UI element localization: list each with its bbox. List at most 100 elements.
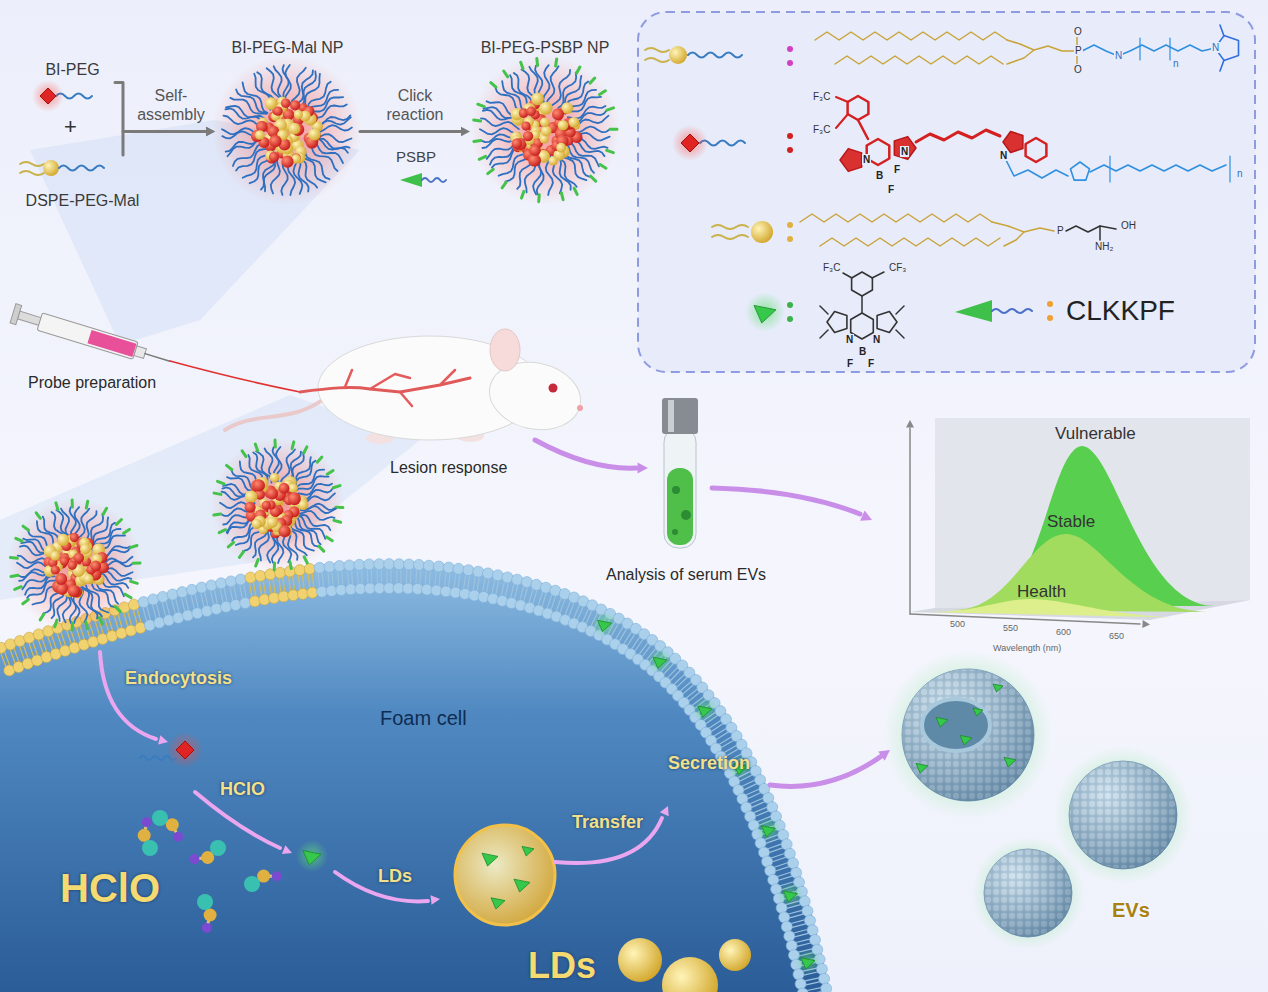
lipid-tail	[661, 661, 670, 671]
peptide-tip	[502, 182, 506, 188]
process-label: Endocytosis	[125, 668, 232, 690]
np-core-sphere	[529, 145, 540, 156]
membrane-bead	[463, 565, 474, 576]
ev-sphere	[902, 669, 1034, 801]
peptide-tip	[607, 150, 614, 152]
membrane-bead	[512, 574, 523, 585]
lipid-tail	[20, 646, 25, 659]
peptide-tip	[577, 67, 580, 73]
np-core-sphere	[552, 108, 564, 120]
lipid-tail	[406, 569, 408, 583]
np-core-sphere	[556, 143, 566, 153]
process-label: LDs	[528, 944, 596, 987]
lipid-tail	[683, 685, 694, 694]
lipid-tail	[792, 924, 806, 928]
lipid-tail	[533, 590, 537, 604]
lipid-tail	[645, 58, 669, 62]
lipid-tail	[777, 872, 790, 876]
lipid-tail	[240, 585, 243, 599]
lipid-tail	[181, 597, 184, 611]
lipid-tail	[185, 597, 188, 611]
process-label: LDs	[378, 866, 412, 888]
nanoparticle	[212, 55, 362, 205]
lipid-tail	[302, 575, 304, 589]
lipid-tail	[269, 580, 271, 594]
fatty-chain	[815, 32, 1007, 40]
membrane-bead	[394, 559, 405, 570]
lipid-tail	[752, 802, 765, 808]
lipid-tail	[67, 630, 71, 643]
lipid-tail	[234, 586, 237, 600]
lipid-tail	[312, 574, 314, 588]
lipid-tail	[740, 775, 753, 781]
dye-triangle	[960, 735, 972, 745]
lipid-tail	[806, 982, 820, 985]
membrane-bead	[206, 580, 217, 591]
edge-label: Click reaction	[369, 86, 461, 124]
lipid-tail	[487, 579, 490, 593]
lipid-tail	[795, 933, 809, 937]
lipid-tail	[774, 863, 787, 867]
membrane-bead	[781, 921, 792, 932]
np-core-sphere	[531, 92, 544, 105]
lipid-head	[43, 160, 59, 176]
peptide-tip	[474, 140, 481, 141]
molecule-atom	[142, 817, 152, 827]
nanoparticle-node: BI-PEG-Mal NP	[215, 38, 360, 208]
lipid-tail	[744, 784, 757, 790]
atom-label: F₃C	[812, 91, 831, 102]
lipid-tail	[773, 857, 786, 862]
atom-label: P	[1074, 45, 1083, 56]
lipid-tail	[396, 569, 397, 583]
peptide-tip	[10, 556, 17, 560]
peptide-tip	[304, 557, 307, 563]
dye-glow	[592, 612, 617, 637]
molecule-atom	[210, 840, 226, 856]
lipid-tail	[20, 171, 44, 175]
membrane-bead	[473, 566, 484, 577]
barrel	[37, 313, 138, 359]
peptide-tip	[218, 481, 225, 484]
lipid-head	[751, 221, 773, 243]
lipid-tail	[224, 588, 227, 602]
lipid-tail	[429, 571, 430, 585]
np-core-sphere	[55, 573, 67, 585]
np-glow	[212, 55, 362, 205]
colon-dot	[787, 46, 793, 52]
np-core-sphere	[549, 156, 558, 165]
tube-liquid	[667, 468, 693, 545]
membrane-bead	[201, 606, 212, 617]
lipid-tail	[33, 642, 38, 655]
membrane-bead	[314, 562, 325, 573]
membrane-bead	[802, 905, 813, 916]
lipid-tail	[338, 571, 339, 585]
text-label: 500	[950, 619, 965, 630]
membrane-bead	[433, 561, 444, 572]
lipid-tail	[547, 595, 552, 608]
lipid-tail	[711, 724, 723, 732]
np-core-sphere	[281, 98, 291, 108]
fatty-chain	[800, 214, 992, 222]
lipid-tail	[308, 574, 310, 588]
peptide-tip	[274, 440, 277, 447]
colon-dot	[787, 316, 793, 322]
lipid-tail	[415, 570, 417, 584]
atom-label: B	[858, 346, 867, 357]
arrow-head	[206, 127, 215, 137]
axis	[910, 614, 1140, 624]
molecule-atom	[204, 909, 217, 922]
lipid-tail	[381, 569, 382, 583]
methyl	[820, 330, 828, 338]
peptide-tip	[537, 195, 541, 202]
bond	[872, 272, 884, 278]
membrane-bead	[288, 590, 299, 601]
nanoparticle	[211, 438, 344, 571]
ev-dot	[681, 510, 691, 520]
lipid-tail	[357, 570, 359, 584]
peg-strand	[305, 149, 330, 179]
dye-glow	[296, 840, 328, 872]
lipid-tail	[756, 811, 769, 816]
lipid-tail	[425, 571, 426, 585]
peptide-tip	[479, 156, 485, 159]
